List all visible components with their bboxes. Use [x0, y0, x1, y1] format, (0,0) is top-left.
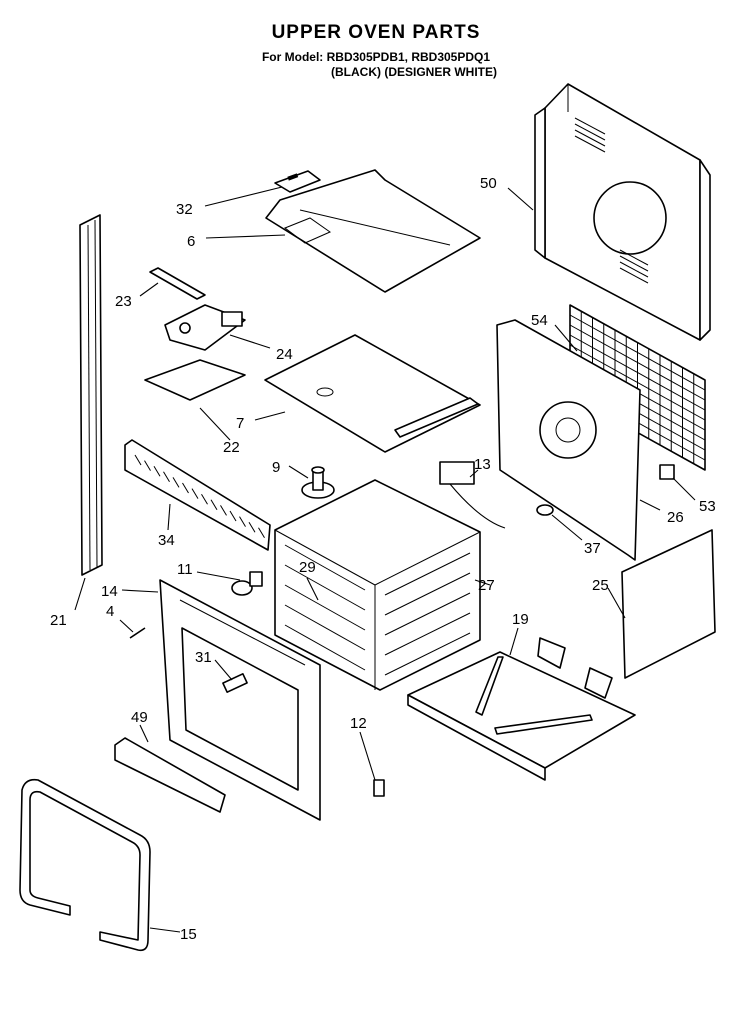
leader-lines	[74, 186, 696, 933]
callout-22: 22	[223, 439, 240, 456]
part-screw-4	[129, 627, 146, 639]
callout-29: 29	[299, 559, 316, 576]
callout-53: 53	[699, 498, 716, 515]
part-bracket-23	[149, 267, 206, 300]
part-plate-22	[144, 359, 246, 401]
part-fan	[301, 466, 335, 499]
callout-49: 49	[131, 709, 148, 726]
part-top-sheet	[265, 169, 481, 293]
callout-23: 23	[115, 293, 132, 310]
part-sensor-37	[536, 504, 554, 516]
callout-26: 26	[667, 509, 684, 526]
part-side-panel	[621, 529, 716, 679]
part-bottom-tray	[407, 637, 636, 781]
part-back-frame	[496, 319, 641, 561]
callout-14: 14	[101, 583, 118, 600]
callout-54: 54	[531, 312, 548, 329]
part-knob-31	[222, 673, 248, 693]
callout-24: 24	[276, 346, 293, 363]
callout-7: 7	[236, 415, 244, 432]
callout-31: 31	[195, 649, 212, 666]
diagram-title: UPPER OVEN PARTS	[271, 22, 481, 43]
model-numbers: For Model: RBD305PDB1, RBD305PDQ1	[261, 50, 491, 64]
callout-50: 50	[480, 175, 497, 192]
callout-12: 12	[350, 715, 367, 732]
callout-32: 32	[176, 201, 193, 218]
callout-19: 19	[512, 611, 529, 628]
part-hinge-12	[373, 779, 385, 797]
part-vent-grille	[124, 439, 271, 551]
callout-labels: 50 32 6 23 54 24 7 22 9 13 53 26 34 37 1…	[50, 175, 716, 943]
callout-13: 13	[474, 456, 491, 473]
callout-4: 4	[106, 603, 114, 620]
part-clip-53	[659, 464, 675, 480]
part-oven-top	[264, 334, 481, 453]
callout-27: 27	[478, 577, 495, 594]
part-knob-11	[231, 571, 263, 596]
callout-34: 34	[158, 532, 175, 549]
callout-25: 25	[592, 577, 609, 594]
callout-11: 11	[177, 561, 193, 578]
part-door-gasket	[19, 778, 151, 952]
part-switch-assembly	[164, 304, 246, 351]
callout-9: 9	[272, 459, 280, 476]
part-oven-cavity	[274, 479, 481, 691]
callout-21: 21	[50, 612, 67, 629]
part-kick-panel	[114, 737, 226, 813]
part-rear-panel	[534, 83, 711, 341]
color-variants: (BLACK) (DESIGNER WHITE)	[331, 65, 497, 79]
part-side-trim	[79, 214, 103, 576]
callout-6: 6	[187, 233, 195, 250]
callout-37: 37	[584, 540, 601, 557]
callout-15: 15	[180, 926, 197, 943]
part-door-frame	[159, 579, 321, 821]
